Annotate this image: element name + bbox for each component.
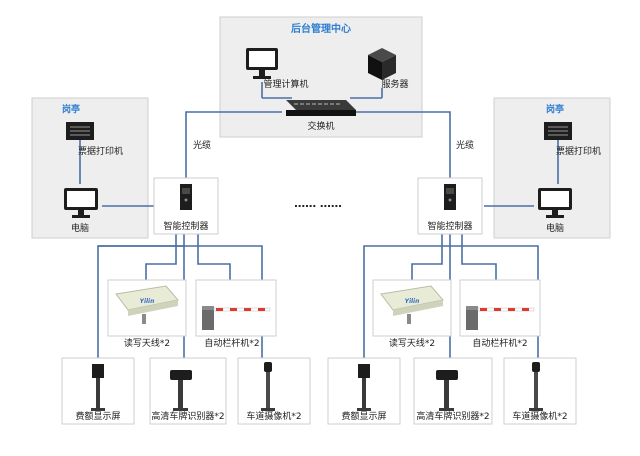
ellipsis-text: …… …… — [294, 197, 342, 210]
computer-label: 管理计算机 — [263, 78, 308, 90]
antenna-icon — [380, 285, 444, 324]
antenna-brand-text: Yilin — [140, 298, 155, 305]
lane-camera-icon — [529, 362, 543, 411]
lane-camera-icon — [261, 362, 275, 411]
monitor-icon — [246, 48, 278, 79]
center-box — [219, 16, 423, 138]
controller-icon — [180, 184, 192, 210]
left-antenna-label: 读写天线*2 — [124, 337, 170, 349]
barrier-gate-icon — [202, 306, 271, 330]
barrier-gate-icon — [466, 306, 535, 330]
left-pc-label: 电脑 — [71, 222, 89, 234]
left-lpr-label: 高清车牌识别器*2 — [151, 410, 224, 422]
computer-icon — [64, 188, 98, 218]
left-booth-title: 岗亭 — [62, 103, 80, 115]
right-antenna-label: 读写天线*2 — [389, 337, 435, 349]
right-printer-label: 票据打印机 — [556, 145, 601, 157]
server-icon — [368, 48, 396, 80]
left-display-label: 费额显示屏 — [75, 410, 120, 422]
left-camera-label: 车道摄像机*2 — [246, 410, 301, 422]
right-barrier-label: 自动栏杆机*2 — [472, 337, 527, 349]
printer-icon — [544, 122, 572, 140]
switch-label: 交换机 — [307, 120, 334, 132]
right-camera-label: 车道摄像机*2 — [512, 410, 567, 422]
printer-icon — [66, 122, 94, 140]
server-label: 服务器 — [381, 78, 408, 90]
left-printer-label: 票据打印机 — [78, 145, 123, 157]
controller-icon — [444, 184, 456, 210]
lpr-camera-icon — [170, 370, 192, 411]
left-fiber-label: 光缆 — [193, 139, 211, 151]
right-fiber-label: 光缆 — [456, 139, 474, 151]
switch-icon — [286, 100, 356, 116]
right-booth-title: 岗亭 — [546, 103, 564, 115]
right-display-label: 费额显示屏 — [341, 410, 386, 422]
computer-icon — [538, 188, 572, 218]
right-lpr-label: 高清车牌识别器*2 — [416, 410, 489, 422]
left-barrier-label: 自动栏杆机*2 — [204, 337, 259, 349]
fee-display-icon — [91, 364, 105, 411]
left-booth-box — [31, 97, 149, 239]
left-controller-label: 智能控制器 — [163, 220, 208, 232]
center-title: 后台管理中心 — [291, 22, 351, 35]
antenna-icon — [115, 285, 179, 324]
right-controller-label: 智能控制器 — [427, 220, 472, 232]
antenna-brand-text: Yilin — [405, 298, 420, 305]
lpr-camera-icon — [436, 370, 458, 411]
right-pc-label: 电脑 — [546, 222, 564, 234]
fee-display-icon — [357, 364, 371, 411]
